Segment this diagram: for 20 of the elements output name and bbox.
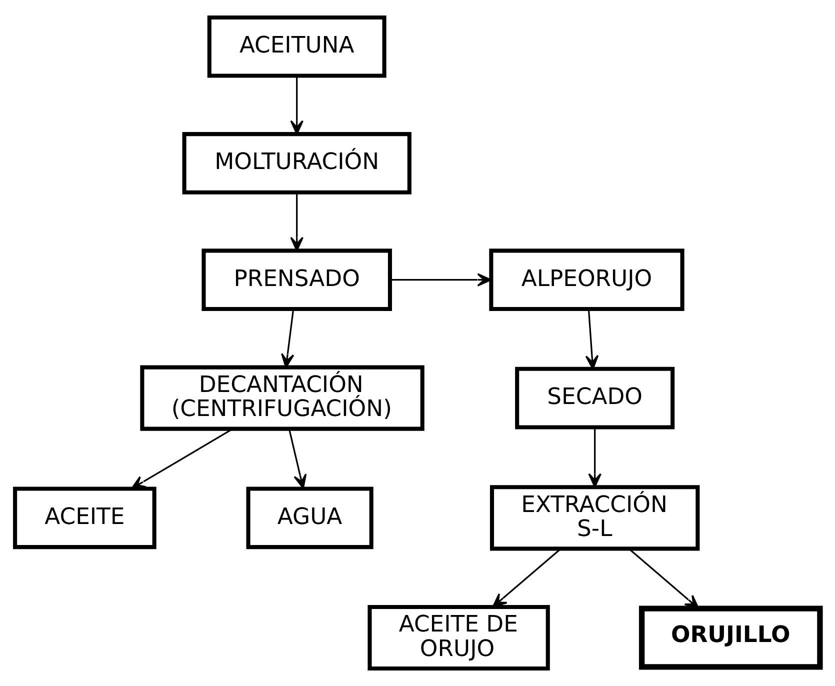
node-box: SECADO [515, 366, 675, 430]
arrow [288, 428, 307, 489]
arrow [131, 428, 233, 490]
node-box: ORUJILLO [638, 606, 823, 670]
arrow [281, 309, 294, 368]
node-box: ACEITE [13, 486, 156, 550]
node-box: ACEITE DE ORUJO [368, 604, 550, 671]
arrow [290, 192, 304, 252]
arrow [492, 548, 562, 608]
node-box: AGUA [246, 486, 374, 550]
arrow [585, 309, 599, 370]
node-box: PRENSADO [202, 248, 392, 312]
node-box: EXTRACCIÓN S-L [490, 485, 700, 551]
arrow [588, 427, 602, 488]
node-box: ACEITUNA [207, 15, 386, 78]
arrow [390, 273, 492, 286]
arrow [290, 76, 304, 135]
node-box: DECANTACIÓN (CENTRIFUGACIÓN) [140, 365, 424, 431]
node-box: MOLTURACIÓN [182, 132, 412, 194]
node-box: ALPEORUJO [489, 248, 684, 312]
